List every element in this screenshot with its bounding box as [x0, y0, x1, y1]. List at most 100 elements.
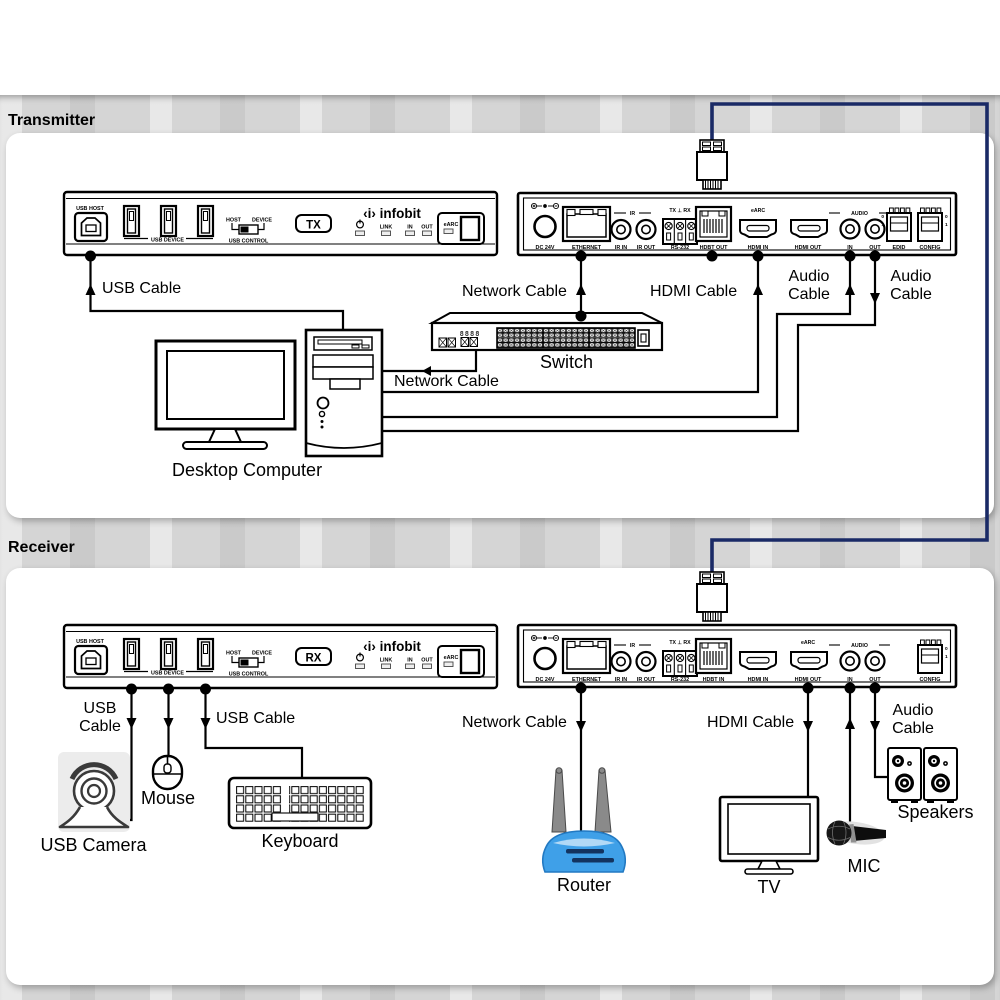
dc-label: DC 24V: [536, 677, 555, 683]
earc-label: eARC: [444, 655, 459, 661]
switch-display: 8888: [460, 330, 481, 338]
rx-usb-cable-left-label: USB Cable: [79, 700, 121, 735]
rx-hdmi-cable-label: HDMI Cable: [707, 714, 795, 731]
usb-host-label: USB HOST: [76, 639, 105, 645]
audio-out-label: OUT: [869, 245, 881, 251]
mouse: [151, 754, 184, 791]
microphone: [826, 820, 886, 846]
hdmi-out-label: HDMI OUT: [795, 677, 822, 683]
link-label: LINK: [380, 225, 393, 231]
host-label: HOST: [226, 218, 242, 224]
usb-control-label: USB CONTROL: [229, 239, 269, 245]
desktop-computer-caption: Desktop Computer: [172, 460, 323, 480]
infobit-logo: ‹i› infobit: [363, 639, 421, 654]
tx-front-panel: USB HOST USB DEVICE HOST DEVICE USB CONT…: [64, 192, 497, 255]
earc-label: eARC: [444, 222, 459, 228]
hdmi-out-label: HDMI OUT: [795, 245, 822, 251]
tv-caption: TV: [757, 877, 781, 897]
config-dip-0: 0: [945, 214, 948, 220]
edid-dip-0: 0: [881, 214, 884, 220]
mic-caption: MIC: [847, 856, 881, 876]
keyboard-caption: Keyboard: [261, 831, 339, 851]
rx-front-panel: USB HOST USB DEVICE HOST DEVICE USB CONT…: [64, 625, 497, 688]
hdbt-out-label: HDBT OUT: [700, 245, 729, 251]
audio-in-label: IN: [847, 677, 852, 683]
device-label: DEVICE: [252, 651, 272, 657]
tx-network-cable-label: Network Cable: [462, 283, 567, 300]
rs232-pins-label: TX ⊥ RX: [669, 640, 691, 646]
dc-label: DC 24V: [536, 245, 555, 251]
speakers: [887, 747, 958, 804]
earc-label: eARC: [751, 208, 765, 214]
mouse-caption: Mouse: [140, 788, 196, 808]
tx-network-pc-cable-label: Network Cable: [394, 373, 499, 390]
edid-label: EDID: [893, 245, 906, 251]
link-label: LINK: [380, 658, 393, 664]
rx-audio-cable-label: Audio Cable: [892, 702, 934, 737]
tx-audio-in-cable-label: Audio Cable: [788, 268, 830, 303]
hdmi-in-label: HDMI IN: [748, 245, 769, 251]
ir-label: IR: [630, 643, 635, 649]
connection-dots: [85, 250, 881, 695]
audio-label: AUDIO: [851, 211, 868, 217]
rx-usb-cable-right-label: USB Cable: [216, 710, 296, 727]
config-label: CONFIG: [920, 677, 941, 683]
tx-hdmi-cable-label: HDMI Cable: [650, 283, 738, 300]
usb-device-label: USB DEVICE: [151, 671, 184, 677]
pc-switch-cable: [383, 349, 478, 373]
ethernet-label: ETHERNET: [572, 245, 602, 251]
speakers-caption: Speakers: [897, 802, 974, 822]
audio-out-label: OUT: [869, 677, 881, 683]
tx-rear-panel: DC 24V ETHERNET IR IR IN IR OUT TX ⊥ RX …: [518, 193, 956, 255]
earc-label: eARC: [801, 640, 815, 646]
ir-in-label: IR IN: [615, 677, 627, 683]
receiver-section-title: Receiver: [8, 539, 75, 556]
host-label: HOST: [226, 651, 242, 657]
in-label: IN: [407, 658, 412, 664]
tx-usb-cable-label: USB Cable: [102, 280, 182, 297]
config-dip-0: 0: [945, 646, 948, 652]
infobit-logo: ‹i› infobit: [363, 206, 421, 221]
hdbt-in-label: HDBT IN: [703, 677, 725, 683]
usb-control-label: USB CONTROL: [229, 672, 269, 678]
usb-camera-caption: USB Camera: [40, 835, 147, 855]
rj45-plug-rx: [696, 571, 728, 622]
ir-out-label: IR OUT: [637, 245, 656, 251]
hdbt-cable: [710, 102, 989, 573]
out-label: OUT: [421, 225, 433, 231]
switch-caption: Switch: [540, 352, 594, 372]
usb-camera: [58, 752, 130, 832]
rs232-pins-label: TX ⊥ RX: [669, 208, 691, 214]
router-caption: Router: [556, 875, 612, 895]
usb-host-label: USB HOST: [76, 206, 105, 212]
rx-network-cable-label: Network Cable: [462, 714, 567, 731]
device-label: DEVICE: [252, 218, 272, 224]
network-switch: 8888: [428, 312, 664, 352]
usb-device-label: USB DEVICE: [151, 238, 184, 244]
edid-dip-1: 1: [881, 222, 884, 228]
rx-rear-panel: DC 24V ETHERNET IR IR IN IR OUT TX ⊥ RX …: [518, 625, 956, 687]
ir-in-label: IR IN: [615, 245, 627, 251]
config-dip-1: 1: [945, 654, 948, 660]
rx-badge: RX: [306, 653, 322, 665]
edid-dip-switch: [886, 207, 912, 242]
ethernet-label: ETHERNET: [572, 677, 602, 683]
audio-in-label: IN: [847, 245, 852, 251]
tx-audio-out-cable-label: Audio Cable: [890, 268, 932, 303]
desktop-computer: [154, 328, 384, 458]
router: [541, 767, 627, 873]
ir-out-label: IR OUT: [637, 677, 656, 683]
rs232-label: RS-232: [671, 245, 689, 251]
computer-tower: [304, 328, 384, 458]
in-label: IN: [407, 225, 412, 231]
keyboard: [227, 776, 373, 830]
transmitter-section-title: Transmitter: [8, 112, 96, 129]
audio-label: AUDIO: [851, 643, 868, 649]
tv: [718, 795, 820, 875]
config-dip-1: 1: [945, 222, 948, 228]
config-label: CONFIG: [920, 245, 941, 251]
switch-port-bank: [496, 327, 636, 349]
rj45-plug-tx: [696, 139, 728, 190]
